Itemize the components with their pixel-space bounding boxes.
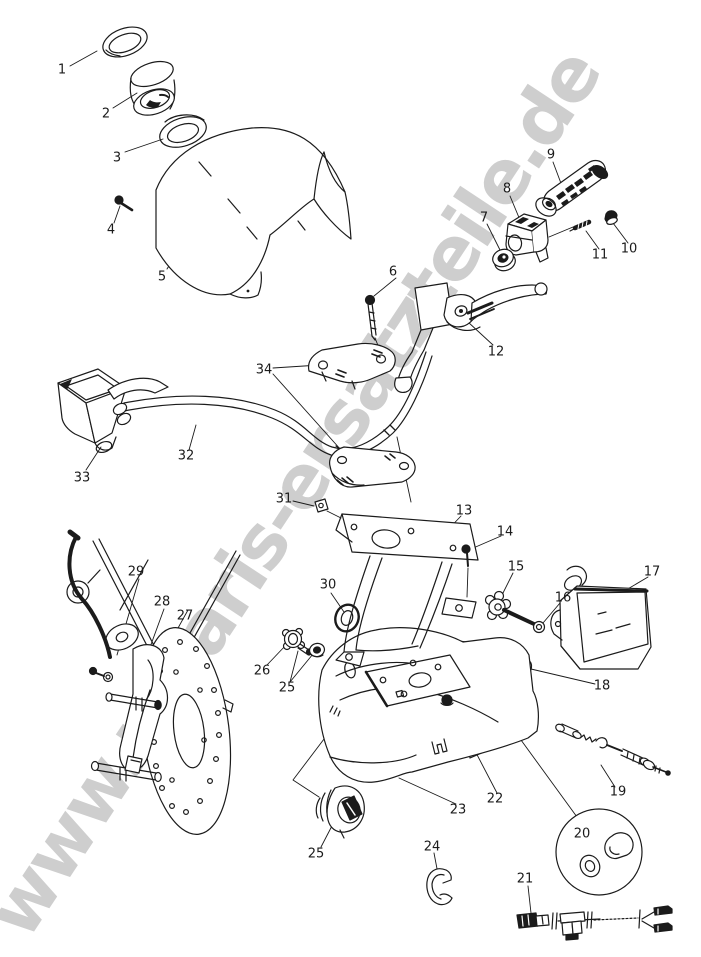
callout-2: 2 bbox=[101, 106, 111, 122]
callout-32: 32 bbox=[177, 448, 195, 464]
part-28-hub-caliper bbox=[88, 644, 169, 783]
callout-18: 18 bbox=[593, 678, 611, 694]
part-30-grommet bbox=[334, 603, 360, 633]
part-34-upper-clamp bbox=[307, 342, 396, 390]
part-9-handlebar-grip bbox=[535, 159, 609, 217]
part-11-screw bbox=[569, 219, 592, 232]
part-17-headlight bbox=[550, 585, 652, 670]
callout-11: 11 bbox=[591, 247, 609, 263]
part-23-console-housing bbox=[318, 627, 539, 783]
callout-12: 12 bbox=[487, 344, 505, 360]
part-10-bolt bbox=[604, 210, 618, 225]
callout-4: 4 bbox=[106, 222, 116, 238]
callout-17: 17 bbox=[643, 564, 661, 580]
callout-27: 27 bbox=[176, 608, 194, 624]
part-22-plate bbox=[364, 654, 471, 708]
part-5-hood bbox=[155, 126, 352, 299]
callout-29: 29 bbox=[127, 564, 145, 580]
part-3-retainer-ring bbox=[159, 114, 207, 148]
part-4-screw bbox=[114, 195, 134, 212]
callout-28: 28 bbox=[153, 594, 171, 610]
callout-31: 31 bbox=[275, 491, 293, 507]
callout-19: 19 bbox=[609, 784, 627, 800]
part-29-frame-arm bbox=[66, 529, 241, 678]
callout-6: 6 bbox=[388, 264, 398, 280]
callout-33: 33 bbox=[73, 470, 91, 486]
callout-14: 14 bbox=[496, 524, 514, 540]
callout-20: 20 bbox=[573, 826, 591, 842]
callout-24: 24 bbox=[423, 839, 441, 855]
part-19-cable bbox=[555, 723, 671, 776]
part-25-nut bbox=[308, 642, 326, 658]
callout-26: 26 bbox=[253, 663, 271, 679]
callout-34: 34 bbox=[255, 362, 273, 378]
grip-ribs bbox=[556, 165, 596, 206]
part-1-bezel-ring bbox=[102, 26, 148, 58]
part-16-ring bbox=[532, 620, 546, 634]
callout-21: 21 bbox=[516, 871, 534, 887]
callout-16: 16 bbox=[554, 590, 572, 606]
callout-9: 9 bbox=[546, 147, 556, 163]
callout-25: 25 bbox=[307, 846, 325, 862]
callout-3: 3 bbox=[112, 150, 122, 166]
part-2-gauge bbox=[129, 60, 176, 116]
part-15-knob bbox=[484, 590, 536, 626]
callout-10: 10 bbox=[620, 241, 638, 257]
callout-15: 15 bbox=[507, 559, 525, 575]
part-26-key bbox=[281, 627, 313, 656]
part-14-screw bbox=[461, 544, 471, 567]
part-24-clamp bbox=[426, 868, 453, 906]
callout-23: 23 bbox=[449, 802, 467, 818]
part-13-bracket bbox=[335, 513, 479, 667]
callout-1: 1 bbox=[57, 62, 67, 78]
part-31-clip bbox=[314, 498, 329, 513]
part-12-brake-lever bbox=[394, 282, 548, 393]
part-25-ignition-switch bbox=[315, 785, 365, 839]
callout-25: 25 bbox=[278, 680, 296, 696]
callout-5: 5 bbox=[157, 269, 167, 285]
callout-30: 30 bbox=[319, 577, 337, 593]
part-33-reservoir bbox=[57, 368, 169, 454]
callout-13: 13 bbox=[455, 503, 473, 519]
part-7-8-throttle-block bbox=[492, 213, 549, 272]
callout-22: 22 bbox=[486, 791, 504, 807]
part-6-screw bbox=[364, 294, 377, 341]
part-21-harness bbox=[516, 905, 673, 941]
callout-7: 7 bbox=[479, 210, 489, 226]
part-20-detail-circle bbox=[555, 808, 643, 896]
part-34-lower-clamp bbox=[329, 446, 416, 488]
callout-8: 8 bbox=[502, 181, 512, 197]
